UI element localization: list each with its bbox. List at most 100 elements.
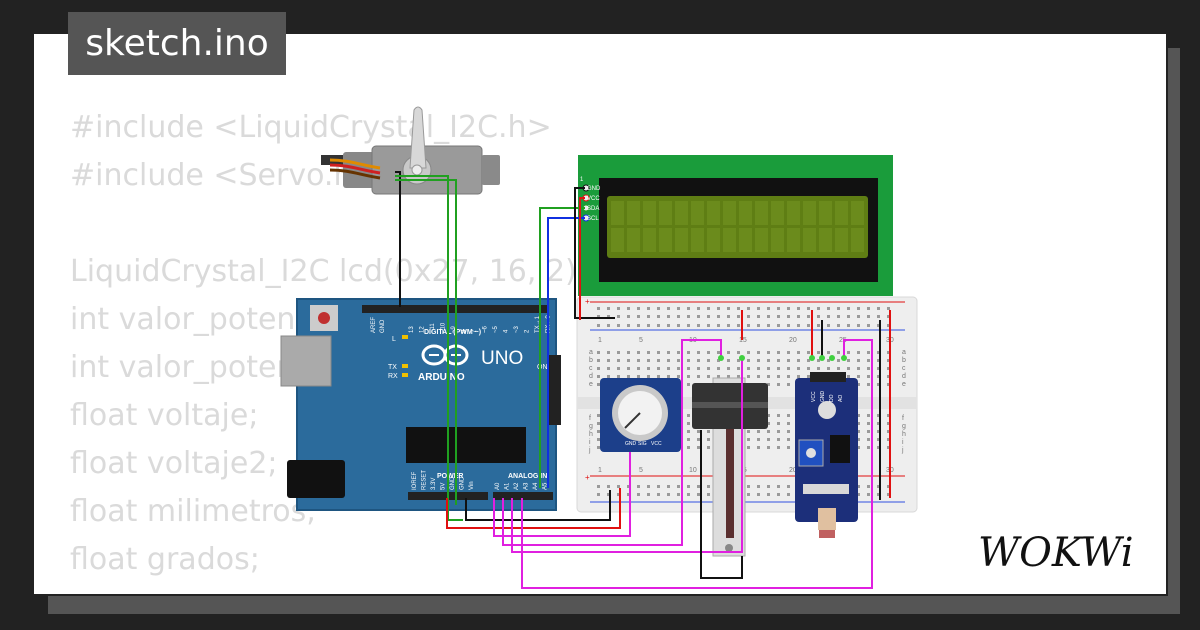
bb-row-letter: c: [902, 365, 906, 372]
digital-pin-label: ~11: [430, 323, 436, 333]
analog-label: ANALOG IN: [508, 473, 547, 480]
wire-a2-sensor: [511, 360, 743, 553]
digital-pin-label: 8: [462, 329, 468, 333]
bb-row-letter: a: [589, 349, 593, 356]
atmega-chip: [406, 427, 526, 463]
bb-column-number: 1: [598, 337, 602, 344]
bb-column-number: 10: [689, 467, 697, 474]
lcd-character-cells: [611, 201, 864, 252]
bb-column-number: 20: [789, 467, 797, 474]
digital-pin-label: ~10: [441, 322, 447, 333]
aref-pin-label: AREF: [371, 317, 377, 333]
gnd-pin-label: GND: [380, 319, 386, 333]
power-label: POWER: [437, 473, 463, 480]
tx-led-label: TX: [388, 364, 397, 371]
code-line: float voltaje;: [70, 398, 259, 433]
power-pin-label: 3.3V: [431, 478, 437, 490]
power-pin-label: 5V: [441, 483, 447, 490]
digital-label: DIGITAL (PWM ~): [424, 329, 481, 336]
usb-port: [280, 335, 332, 387]
wokwi-logo-text: WOKWi: [978, 530, 1134, 576]
digital-pin-label: 12: [420, 326, 426, 333]
wire-slide-gnd: [700, 430, 743, 579]
bb-row-letter: a: [902, 349, 906, 356]
wire-gnd-bb: [465, 490, 611, 521]
digital-pin-label: ~9: [451, 325, 457, 333]
code-line: Servo: [70, 584, 587, 594]
code-line: float milimetros;: [70, 494, 317, 529]
bb-row-letter: i: [589, 439, 591, 446]
lcd-pin-label: GND: [587, 186, 601, 192]
wire-gnd-arduino-lcd: [395, 171, 401, 307]
wire-lcd-gnd: [574, 187, 615, 319]
digital-pin-label: TX→1: [535, 315, 541, 333]
wire-lcd-sda: [539, 207, 585, 488]
analog-pin-label: A2: [514, 482, 520, 490]
lcd-pin-label: SCL: [587, 216, 599, 222]
bb-column-number: 15: [739, 337, 747, 344]
wokwi-logo: WOKWi: [978, 530, 1134, 576]
rx-led-label: RX: [388, 373, 398, 380]
bb-row-letter: d: [902, 373, 906, 380]
rx-led: [402, 373, 408, 377]
power-jack: [287, 460, 345, 498]
bb-row-letter: i: [902, 439, 904, 446]
analog-header: [493, 492, 553, 500]
wire-a3-sensor: [521, 339, 873, 589]
bb-row-letter: d: [589, 373, 593, 380]
digital-pin-label: ~6: [483, 325, 489, 333]
bb-row-letter: h: [589, 431, 593, 438]
bb-row-letter: f: [902, 415, 904, 422]
pot-pin-label: SIG: [638, 441, 647, 447]
bb-row-letter: e: [902, 381, 906, 388]
lcd-pin-label: SDA: [587, 206, 599, 212]
analog-pin-label: A1: [505, 482, 511, 490]
wire-lcd-scl: [547, 217, 585, 488]
bb-row-letter: j: [588, 447, 591, 454]
icsp-header: [547, 355, 561, 425]
digital-pin-label: 7: [472, 329, 478, 333]
arduino-label: ARDUINO: [418, 372, 465, 383]
wire-5v-bb: [446, 488, 621, 529]
wire-end-dots: [718, 355, 847, 361]
servo-motor[interactable]: [321, 106, 500, 195]
lcd-pin-index: 1: [580, 177, 584, 183]
bb-plus-label-bottom: +: [585, 473, 590, 482]
lcd-pin-label: VCC: [587, 196, 600, 202]
analog-pin-label: A3: [524, 482, 530, 490]
analog-pin-label: A5: [543, 482, 549, 490]
wire-a0-pot: [493, 452, 631, 537]
bb-column-number: 25: [839, 337, 847, 344]
slide-potentiometer[interactable]: [692, 377, 768, 557]
l-led-label: L: [392, 336, 396, 343]
bb-column-number: 20: [789, 337, 797, 344]
sensor-pin-label: AO: [838, 395, 844, 402]
power-pin-label: Vin: [469, 481, 475, 490]
l-led: [402, 335, 408, 339]
power-pin-label: GND: [460, 476, 466, 490]
digital-pin-label: ~5: [493, 325, 499, 333]
sensor-pin-label: DO: [829, 394, 835, 402]
arduino-uno-board[interactable]: DIGITAL (PWM ~) UNO ARDUINO L TX RX ON P…: [280, 298, 561, 511]
uno-label: UNO: [481, 348, 523, 369]
bb-row-letter: j: [901, 447, 904, 454]
bb-column-number: 1: [598, 467, 602, 474]
on-led-label: ON: [537, 364, 548, 371]
bb-column-number: 5: [639, 337, 643, 344]
digital-pin-label: 4: [504, 329, 510, 333]
bb-row-letter: f: [589, 415, 591, 422]
bb-row-letter: b: [902, 357, 906, 364]
analog-pin-label: A0: [495, 482, 501, 490]
bb-row-letter: h: [902, 431, 906, 438]
digital-pin-label: 13: [409, 326, 415, 333]
code-line: float grados;: [70, 542, 260, 577]
lcd-display[interactable]: 1 GND VCC SDA SCL: [578, 155, 893, 296]
digital-pin-label: 2: [525, 329, 531, 333]
reset-button[interactable]: [318, 312, 330, 324]
